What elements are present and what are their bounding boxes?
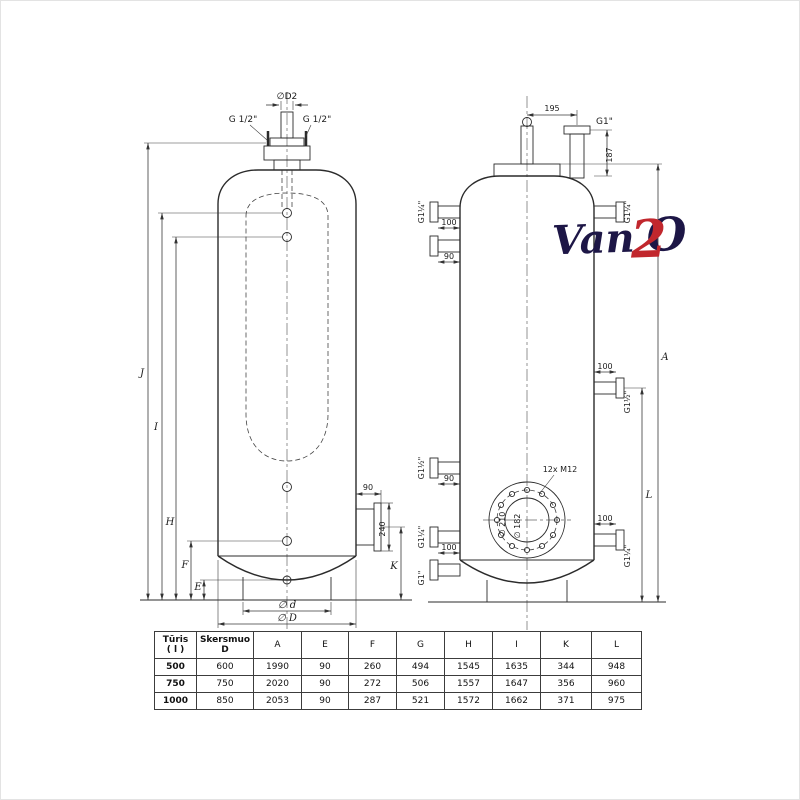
cell: 371 [540,692,592,710]
cell: 1635 [492,658,541,676]
cell: 90 [301,675,349,693]
height-dimensions [144,142,283,600]
label-90-top-left: 90 [444,252,454,261]
cell: 521 [396,692,445,710]
label-dim-f: F [181,560,190,571]
cell-d: 750 [196,675,254,693]
label-g112-mid-right: G1½" [623,391,632,414]
label-dia-D: ∅ D [277,613,297,624]
cell: 1545 [444,658,493,676]
label-100-low-left: 100 [441,543,456,552]
label-100-low-right: 100 [597,514,612,523]
cell: 1557 [444,675,493,693]
cell-turis: 750 [154,675,197,693]
label-dim-i: I [153,422,159,433]
header-turis: Tūris( l ) [154,631,197,659]
bolt-flange [483,474,571,559]
label-g114-low-left: G1¼" [417,526,426,549]
right-view: G1" 195 187 G1¼" G1½" G1¼" G1" G1¼" G1 [417,96,669,630]
cell: 960 [591,675,642,693]
table-row: 750 750 2020 90 272 506 1557 1647 356 96… [154,675,642,693]
label-240: 240 [378,521,387,536]
header-i: I [492,631,541,659]
label-dim-l: L [645,490,653,501]
cell: 506 [396,675,445,693]
logo-text-van: Van [551,214,636,265]
label-dim-a: A [660,352,668,363]
cell: 2053 [253,692,302,710]
label-dia-d: ∅ d [278,600,296,611]
label-g1-low-left: G1" [417,571,426,586]
label-g112-mid-left: G1½" [417,457,426,480]
cell: 90 [301,658,349,676]
cell: 260 [348,658,397,676]
cell: 494 [396,658,445,676]
cell: 948 [591,658,642,676]
cell: 975 [591,692,642,710]
label-dim-j: J [138,368,145,379]
tank-bottom-dome [459,559,595,584]
table-row: 500 600 1990 90 260 494 1545 1635 344 94… [154,658,642,676]
label-195: 195 [544,104,559,113]
cell: 90 [301,692,349,710]
vano-logo: Van2O [551,202,688,271]
cell: 287 [348,692,397,710]
label-g114-top-right: G1¼" [623,201,632,224]
label-d2: ∅D2 [277,92,298,102]
cell-d: 850 [196,692,254,710]
label-dia-210: ∅ 210 [498,512,507,537]
cell: 344 [540,658,592,676]
cell: 1990 [253,658,302,676]
cell: 272 [348,675,397,693]
label-g-half-right: G 1/2" [303,115,331,125]
connection-ports [282,208,292,585]
top-connections [493,117,591,179]
cell-turis: 1000 [154,692,197,710]
cell: 1647 [492,675,541,693]
cell: 356 [540,675,592,693]
label-g1-top: G1" [596,117,613,127]
label-90: 90 [363,483,373,492]
label-187: 187 [605,147,614,162]
header-a: A [253,631,302,659]
overall-dimensions [560,163,662,602]
label-100-top-left: 100 [441,218,456,227]
label-g114-low-right: G1¼" [623,545,632,568]
header-e: E [301,631,349,659]
cell-d: 600 [196,658,254,676]
cell: 1662 [492,692,541,710]
label-dim-e: E [193,582,202,593]
header-h: H [444,631,493,659]
left-view: ∅D2 G 1/2" G 1/2" J I H [138,92,412,630]
tank-bottom-dome [217,555,357,581]
cell: 1572 [444,692,493,710]
header-l: L [591,631,642,659]
label-dim-k: K [389,561,398,572]
cell-turis: 500 [154,658,197,676]
side-nozzle [355,490,405,600]
label-g-half-left: G 1/2" [229,115,257,125]
logo-text-2: 2 [629,208,668,271]
left-nozzles [429,201,461,581]
top-flange [263,111,311,171]
label-bolts: 12x M12 [543,465,578,474]
label-90-mid-left: 90 [444,474,454,483]
stub-dimensions [438,226,616,555]
label-g114-top-left: G1¼" [417,201,426,224]
header-f: F [348,631,397,659]
table-row: 1000 850 2053 90 287 521 1572 1662 371 9… [154,692,642,710]
cell: 2020 [253,675,302,693]
label-100-mid-right: 100 [597,362,612,371]
label-dia-182: ∅ 182 [513,514,522,539]
header-g: G [396,631,445,659]
label-dim-h: H [165,517,175,528]
header-k: K [540,631,592,659]
